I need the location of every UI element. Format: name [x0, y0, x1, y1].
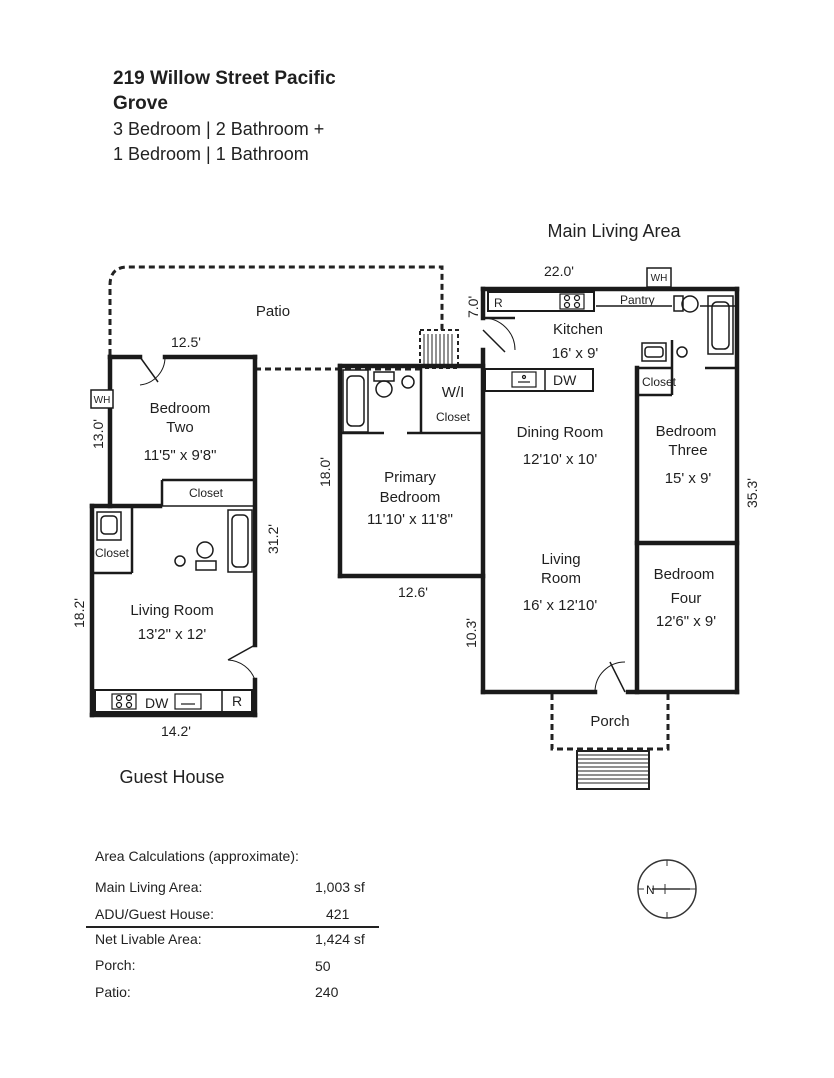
walk-in-label: W/I [442, 384, 465, 401]
guest-living-room-label: Living Room [130, 602, 213, 619]
area-heading: Area Calculations (approximate): [95, 848, 299, 864]
kitchen-counter [484, 291, 595, 392]
listing-subtitle-line1: 3 Bedroom | 2 Bathroom + [113, 119, 325, 139]
guest-house-walls [89, 354, 258, 718]
dim-31-2: 31.2' [265, 524, 281, 554]
primary-bedroom-size: 11'10' x 11'8" [367, 511, 453, 528]
guest-living-room-size: 13'2" x 12' [138, 626, 207, 643]
area-row-value: 421 [326, 906, 350, 922]
living-room-label-b: Room [541, 570, 581, 587]
bedroom-four-label-a: Bedroom [654, 566, 715, 583]
guest-range-box [221, 689, 253, 713]
dim-12-6: 12.6' [398, 584, 428, 600]
bedroom-two-label-b: Two [166, 419, 194, 436]
main-house-walls [337, 286, 740, 695]
bedroom-three-closet: Closet [642, 375, 677, 389]
guest-stove-icon [111, 693, 137, 710]
kitchen-range-r: R [494, 296, 503, 310]
kitchen-size: 16' x 9' [552, 345, 599, 362]
stove-icon [559, 293, 585, 310]
porch-label: Porch [590, 713, 629, 730]
guest-range-r: R [232, 693, 242, 709]
guest-house-caption: Guest House [119, 767, 224, 787]
area-row-label: Porch: [95, 957, 136, 973]
living-room-size: 16' x 12'10' [523, 597, 598, 614]
kitchen-dishwasher-dw: DW [553, 372, 577, 388]
dim-7: 7.0' [465, 296, 481, 318]
listing-title-line1: 219 Willow Street Pacific [113, 68, 336, 89]
porch-outline [550, 694, 670, 751]
dim-22: 22.0' [544, 263, 574, 279]
water-heater-guest-label: WH [94, 395, 111, 406]
dim-35-3: 35.3' [744, 478, 760, 508]
water-heater-main [646, 267, 672, 288]
bedroom-three-size: 15' x 9' [665, 470, 712, 487]
guest-dishwasher-dw: DW [145, 695, 169, 711]
dim-13: 13.0' [90, 419, 106, 449]
dim-18: 18.0' [317, 457, 333, 487]
water-heater-main-label: WH [651, 273, 668, 284]
kitchen-label: Kitchen [553, 321, 603, 338]
area-row-label: Patio: [95, 984, 131, 1000]
listing-title-line2: Grove [113, 93, 168, 114]
area-row-value: 1,424 sf [315, 931, 365, 947]
walk-in-closet-label: Closet [436, 410, 471, 424]
main-living-area-caption: Main Living Area [547, 221, 681, 241]
bedroom-four-label-b: Four [671, 590, 702, 607]
living-room-label-a: Living [541, 551, 580, 568]
compass-north-label: N [646, 883, 655, 897]
bedroom-two-label-a: Bedroom [150, 400, 211, 417]
area-divider [86, 926, 379, 928]
dining-room-size: 12'10' x 10' [523, 451, 598, 468]
area-row-value: 1,003 sf [315, 879, 365, 895]
guest-bath-fixtures [96, 509, 253, 573]
bathroom-one-fixtures [342, 369, 415, 433]
area-row-value: 240 [315, 984, 339, 1000]
area-row-value: 50 [315, 958, 331, 974]
guest-closet-label: Closet [95, 546, 130, 560]
guest-sink-icon [174, 693, 202, 710]
primary-bedroom-label-a: Primary [384, 469, 436, 486]
guest-interior-walls [92, 478, 255, 713]
compass-icon [637, 859, 697, 919]
dim-18-2: 18.2' [71, 598, 87, 628]
pantry-label: Pantry [620, 293, 655, 307]
sink-icon [511, 371, 537, 388]
area-row-label: Main Living Area: [95, 879, 203, 895]
bedroom-two-closet: Closet [189, 486, 224, 500]
bathroom-two-fixtures [641, 295, 734, 362]
water-heater-guest [90, 389, 114, 409]
patio-outline [108, 265, 444, 371]
main-doors [482, 317, 626, 693]
bedroom-three-label-a: Bedroom [656, 423, 717, 440]
bedroom-four-size: 12'6" x 9' [656, 613, 716, 630]
porch-steps [576, 750, 650, 790]
area-row-label: ADU/Guest House: [95, 906, 215, 922]
listing-subtitle-line2: 1 Bedroom | 1 Bathroom [113, 144, 309, 164]
bedroom-two-size: 11'5" x 9'8" [144, 447, 217, 464]
area-row-label: Net Livable Area: [95, 931, 202, 947]
dining-room-label: Dining Room [517, 424, 604, 441]
dim-12-5: 12.5' [171, 334, 201, 350]
dim-14-2: 14.2' [161, 723, 191, 739]
primary-bedroom-label-b: Bedroom [380, 489, 441, 506]
bedroom-three-label-b: Three [668, 442, 707, 459]
guest-doors [139, 356, 256, 681]
dim-10-3: 10.3' [463, 618, 479, 648]
patio-stairs [419, 329, 459, 369]
patio-label: Patio [256, 303, 290, 320]
